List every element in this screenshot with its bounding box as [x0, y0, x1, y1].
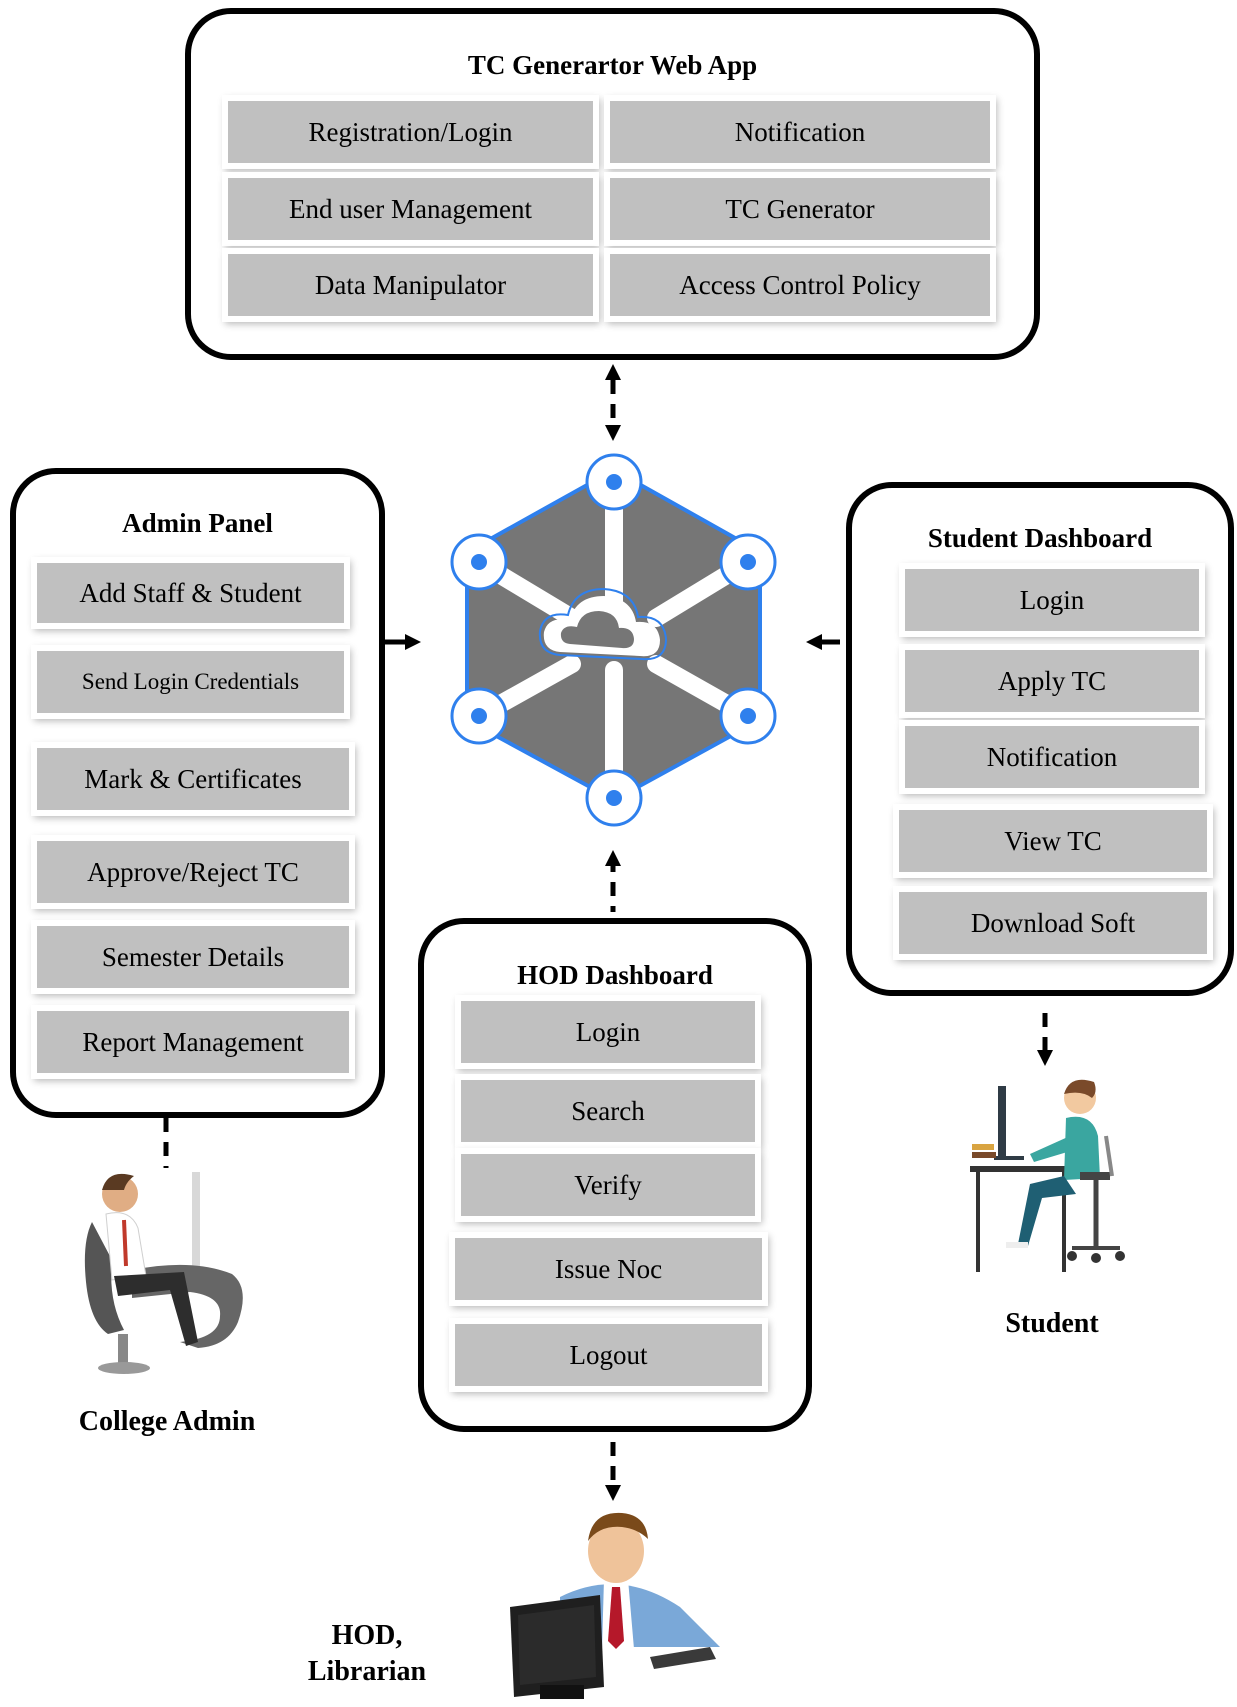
web-app-title: TC Generartor Web App	[467, 50, 758, 80]
arrow-student-down	[1037, 1050, 1053, 1066]
admin-item-add-staff-student: Add Staff & Student	[37, 563, 344, 623]
hod-item-login: Login	[461, 1001, 755, 1063]
web-app-item-registration-login: Registration/Login	[228, 101, 593, 163]
student-dashboard-title: Student Dashboard	[927, 523, 1153, 553]
arrow-hod-to-hub	[605, 850, 621, 866]
college-admin-figure-icon	[84, 1172, 243, 1374]
admin-item-send-login-credentials: Send Login Credentials	[37, 651, 344, 713]
hod-item-logout: Logout	[455, 1324, 762, 1386]
student-item-download-soft: Download Soft	[899, 892, 1207, 954]
hod-label-line1: HOD,	[331, 1620, 403, 1651]
hod-dashboard-title: HOD Dashboard	[517, 960, 713, 990]
arrow-down-to-hub	[605, 425, 621, 441]
admin-item-semester-details: Semester Details	[37, 926, 349, 988]
arrow-admin-to-hub	[405, 634, 421, 650]
student-item-login: Login	[905, 569, 1199, 631]
student-label: Student	[1005, 1308, 1099, 1339]
student-item-apply-tc: Apply TC	[905, 650, 1199, 712]
student-figure-icon	[970, 1079, 1125, 1272]
hod-item-issue-noc: Issue Noc	[455, 1238, 762, 1300]
hod-item-search: Search	[461, 1080, 755, 1142]
arrow-hod-down	[605, 1485, 621, 1501]
hod-item-verify: Verify	[461, 1154, 755, 1216]
hod-label-line2: Librarian	[307, 1656, 427, 1687]
web-app-item-notification: Notification	[610, 101, 990, 163]
student-item-notification: Notification	[905, 726, 1199, 788]
arrow-student-to-hub	[806, 634, 822, 650]
hod-librarian-figure-icon	[510, 1512, 720, 1699]
admin-item-report-management: Report Management	[37, 1011, 349, 1073]
admin-item-approve-reject-tc: Approve/Reject TC	[37, 841, 349, 903]
web-app-item-tc-generator: TC Generator	[610, 178, 990, 240]
hod-librarian-label: HOD, Librarian	[282, 1618, 452, 1690]
arrow-up-to-webapp	[605, 364, 621, 380]
student-item-view-tc: View TC	[899, 810, 1207, 872]
web-app-item-access-control-policy: Access Control Policy	[610, 254, 990, 316]
web-app-item-data-manipulator: Data Manipulator	[228, 254, 593, 316]
web-app-item-end-user-management: End user Management	[228, 178, 593, 240]
admin-panel-title: Admin Panel	[122, 508, 273, 538]
college-admin-label: College Admin	[78, 1406, 256, 1437]
admin-item-mark-certificates: Mark & Certificates	[37, 748, 349, 810]
